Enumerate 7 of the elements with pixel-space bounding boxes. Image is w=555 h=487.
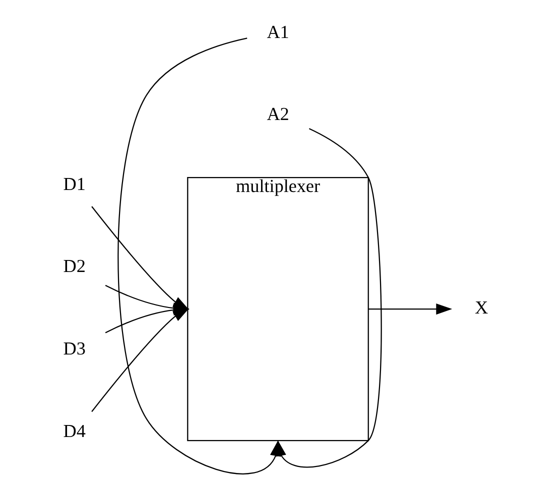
node-text: D4	[62, 420, 86, 441]
node-text: X	[474, 297, 488, 318]
node-text: D1	[62, 174, 86, 194]
node-text: A1	[266, 22, 289, 42]
node-text: A2	[266, 104, 289, 124]
node-text: D3	[62, 338, 86, 359]
node-text: D2	[62, 256, 86, 276]
